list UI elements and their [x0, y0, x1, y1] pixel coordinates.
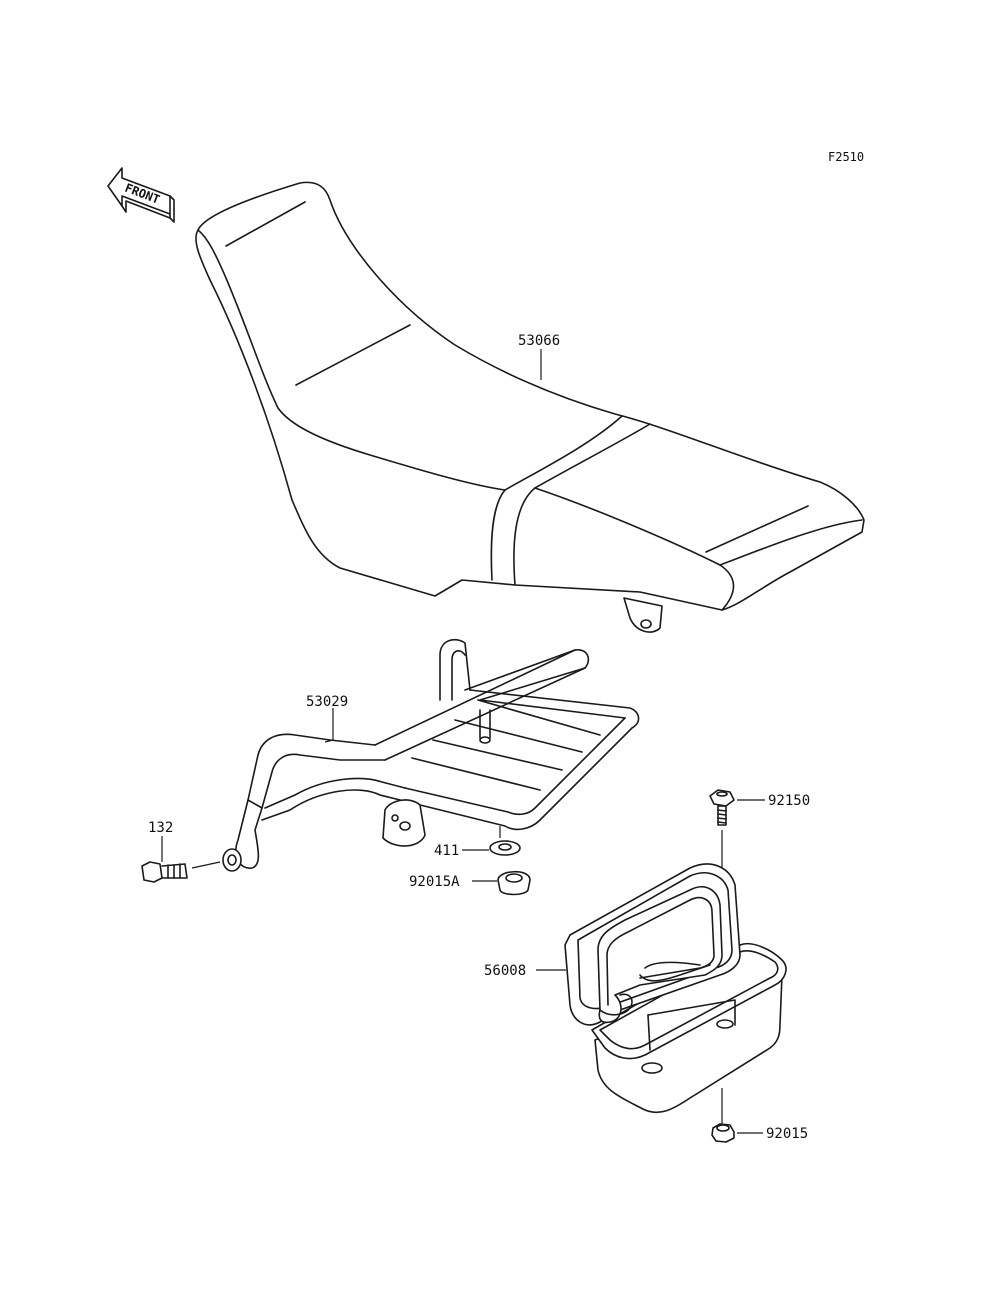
carrier-drawing	[222, 638, 640, 872]
part-number-bolt-small: 92150	[768, 793, 810, 809]
part-number-seat: 53066	[518, 333, 560, 349]
bolt-drawing	[141, 836, 221, 883]
tool-case-drawing	[536, 863, 787, 1114]
part-number-washer: 411	[434, 843, 459, 859]
seat-drawing	[195, 181, 865, 633]
nut-a-drawing	[472, 870, 531, 896]
nut-drawing	[711, 1088, 763, 1143]
part-number-carrier: 53029	[306, 694, 348, 710]
part-number-nut-a: 92015A	[409, 874, 460, 890]
figure-code: F2510	[828, 150, 864, 164]
front-arrow-icon: FRONT	[107, 167, 175, 223]
part-number-nut: 92015	[766, 1126, 808, 1142]
washer-drawing	[462, 840, 521, 856]
part-number-tool-case: 56008	[484, 963, 526, 979]
part-number-bolt: 132	[148, 820, 173, 836]
bolt-small-drawing	[709, 789, 765, 950]
